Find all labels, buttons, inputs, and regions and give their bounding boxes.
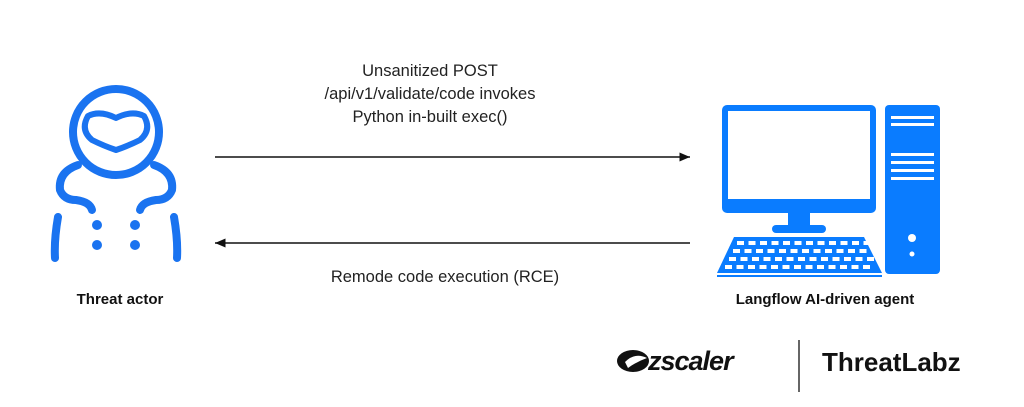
keyboard-key	[775, 257, 782, 261]
keyboard-key	[806, 241, 813, 245]
keyboard-key	[863, 265, 870, 269]
keyboard-key	[790, 249, 798, 253]
keyboard-key	[817, 241, 825, 245]
keyboard-key	[786, 257, 794, 261]
keyboard-key	[840, 265, 847, 269]
keyboard-key	[805, 265, 813, 269]
keyboard-key	[848, 249, 855, 253]
keyboard-key	[840, 241, 848, 245]
zscaler-logo: zscaler	[648, 346, 734, 376]
keyboard-key	[740, 257, 748, 261]
keyboard-key	[744, 249, 752, 253]
keyboard-key	[867, 257, 874, 261]
keyboard-key	[748, 241, 756, 245]
keyboard-key	[828, 265, 836, 269]
keyboard-key	[844, 257, 851, 261]
threatlabz-logo: ThreatLabz	[822, 347, 961, 377]
request-label-line: Python in-built exec()	[352, 108, 508, 126]
keyboard-key	[736, 265, 744, 269]
keyboard-key	[782, 265, 790, 269]
request-label-line: Unsanitized POST	[362, 62, 498, 80]
keyboard-key	[829, 241, 836, 245]
zscaler-cloud-logo	[617, 350, 649, 372]
keyboard-key	[725, 265, 732, 269]
keyboard-key	[767, 249, 775, 253]
keyboard-key	[825, 249, 832, 253]
keyboard-key	[729, 257, 736, 261]
keyboard-key	[813, 249, 821, 253]
keyboard-key	[737, 241, 744, 245]
keyboard-key	[836, 249, 844, 253]
keyboard-key	[794, 241, 802, 245]
keyboard-key	[855, 257, 863, 261]
keyboard-key	[821, 257, 828, 261]
keyboard-key	[852, 241, 859, 245]
keyboard-key	[798, 257, 805, 261]
keyboard-key	[802, 249, 809, 253]
keyboard-key	[759, 265, 767, 269]
keyboard-key	[832, 257, 840, 261]
keyboard-key	[752, 257, 759, 261]
keyboard-key	[859, 249, 867, 253]
keyboard-key	[779, 249, 786, 253]
request-label-line: /api/v1/validate/code invokes	[324, 85, 536, 103]
threat-actor-icon	[50, 85, 182, 262]
agent-label: Langflow AI-driven agent	[735, 291, 915, 308]
request-label: Unsanitized POST /api/v1/validate/code i…	[300, 60, 560, 129]
keyboard-key	[783, 241, 790, 245]
keyboard-key	[733, 249, 740, 253]
keyboard-key	[809, 257, 817, 261]
computer-icon	[717, 105, 940, 277]
keyboard-key	[763, 257, 771, 261]
keyboard-key	[863, 241, 871, 245]
threat-actor-label: Threat actor	[76, 291, 164, 308]
button-dots	[92, 220, 140, 250]
keyboard-key	[748, 265, 755, 269]
keyboard-key	[756, 249, 763, 253]
keyboard-key	[771, 241, 779, 245]
keyboard-key	[817, 265, 824, 269]
keyboard-key	[760, 241, 767, 245]
response-label: Remode code execution (RCE)	[330, 268, 560, 286]
keyboard-key	[771, 265, 778, 269]
keyboard-key	[851, 265, 859, 269]
keyboard-key	[794, 265, 801, 269]
